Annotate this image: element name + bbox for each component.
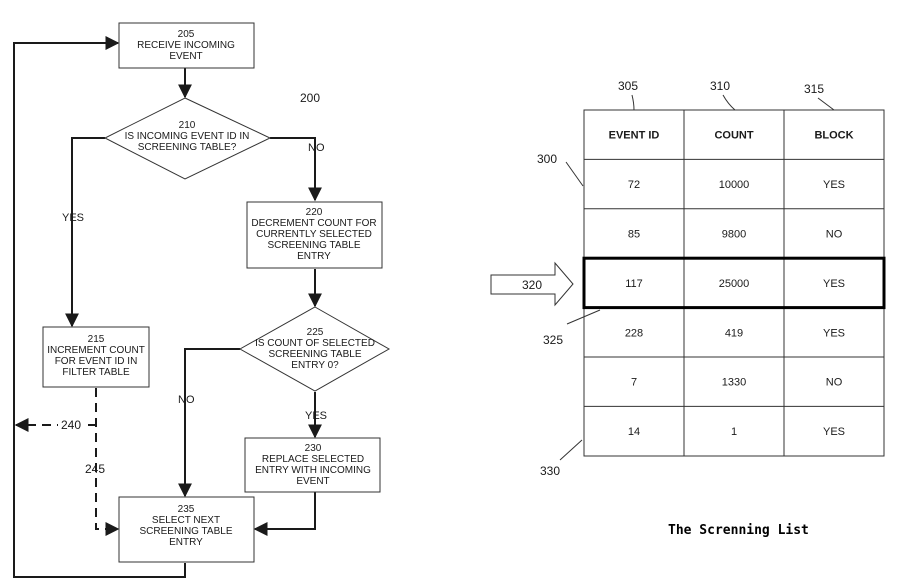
node-235-number: 235: [178, 504, 195, 515]
table-cell: NO: [826, 377, 843, 389]
table-cell: 14: [628, 426, 640, 438]
node-210-line-2: SCREENING TABLE?: [138, 142, 237, 153]
table-cell: 85: [628, 229, 640, 241]
edge-225-235-no: [178, 348, 240, 498]
node-215-number: 215: [88, 334, 105, 345]
table-cell: 10000: [719, 179, 750, 191]
leader-325: [566, 309, 601, 325]
edge-label-no-210: NO: [308, 142, 325, 154]
table-header-cell: EVENT ID: [609, 130, 660, 142]
process-box-215: 215 INCREMENT COUNT FOR EVENT ID IN FILT…: [42, 326, 150, 388]
ref-label-240: 240: [61, 418, 81, 432]
node-230-line-1: REPLACE SELECTED: [262, 454, 364, 465]
process-box-205: 205 RECEIVE INCOMING EVENT: [118, 22, 255, 69]
node-205-line-2: EVENT: [169, 51, 202, 62]
ref-label-245: 245: [85, 462, 105, 476]
node-215-line-1: INCREMENT COUNT: [47, 345, 145, 356]
node-225-line-3: ENTRY 0?: [291, 360, 339, 371]
table-cell: YES: [823, 179, 845, 191]
ref-label-300: 300: [537, 152, 557, 166]
leader-300: [565, 161, 584, 187]
process-box-235: 235 SELECT NEXT SCREENING TABLE ENTRY: [118, 496, 255, 563]
table-cell: NO: [826, 229, 843, 241]
node-225-number: 225: [307, 327, 324, 338]
table-cell: 1: [731, 426, 737, 438]
flow-connectors: [13, 36, 322, 578]
edge-210-215-yes: [65, 137, 105, 328]
node-220-number: 220: [306, 207, 323, 218]
node-220-line-2: CURRENTLY SELECTED: [256, 229, 372, 240]
node-235-line-1: SELECT NEXT: [152, 515, 220, 526]
highlighted-row-box: [582, 256, 886, 310]
table-cell: 1330: [722, 377, 746, 389]
node-230-line-3: EVENT: [296, 476, 329, 487]
edge-label-yes-210: YES: [62, 212, 84, 224]
node-230-line-2: ENTRY WITH INCOMING: [255, 465, 371, 476]
decision-diamond-210: 210 IS INCOMING EVENT ID IN SCREENING TA…: [103, 97, 272, 180]
table-cell: YES: [823, 278, 845, 290]
node-220-line-1: DECREMENT COUNT FOR: [251, 218, 376, 229]
figure-ref-200: 200: [300, 91, 320, 105]
node-225-line-1: IS COUNT OF SELECTED: [255, 338, 375, 349]
table-caption: The Screnning List: [668, 523, 809, 538]
ref-label-305: 305: [618, 79, 638, 93]
node-235-line-3: ENTRY: [169, 537, 203, 548]
leader-305: [631, 94, 635, 111]
table-cell: 25000: [719, 278, 750, 290]
node-210-line-1: IS INCOMING EVENT ID IN: [125, 131, 250, 142]
leader-315: [817, 97, 835, 111]
node-225-line-2: SCREENING TABLE: [269, 349, 362, 360]
node-230-number: 230: [305, 443, 322, 454]
node-215-line-3: FILTER TABLE: [62, 367, 130, 378]
table-cell: 7: [631, 377, 637, 389]
node-220-line-4: ENTRY: [297, 251, 331, 262]
process-box-230: 230 REPLACE SELECTED ENTRY WITH INCOMING…: [244, 437, 381, 493]
decision-diamond-225: 225 IS COUNT OF SELECTED SCREENING TABLE…: [238, 306, 391, 392]
ref-label-315: 315: [804, 82, 824, 96]
table-header-cell: COUNT: [714, 130, 753, 142]
edge-label-no-225: NO: [178, 394, 195, 406]
pointer-arrow-320: 320: [490, 261, 574, 307]
process-box-220: 220 DECREMENT COUNT FOR CURRENTLY SELECT…: [246, 201, 383, 269]
table-cell: 117: [625, 278, 643, 290]
node-205-number: 205: [178, 29, 195, 40]
table-cell: 419: [725, 327, 743, 339]
flowchart: 205 RECEIVE INCOMING EVENT 210 IS INCOMI…: [13, 22, 391, 578]
table-cell: 228: [625, 327, 643, 339]
leader-310: [722, 94, 736, 111]
node-205-line-1: RECEIVE INCOMING: [137, 40, 235, 51]
ref-240-background: [58, 416, 88, 432]
table-cell: YES: [823, 426, 845, 438]
ref-label-310: 310: [710, 79, 730, 93]
edge-235-205-loop: [13, 36, 186, 578]
ref-label-330: 330: [540, 464, 560, 478]
leader-330: [559, 439, 583, 461]
table-cell: 72: [628, 179, 640, 191]
table-cell: YES: [823, 327, 845, 339]
table-cell: 9800: [722, 229, 746, 241]
node-210-number: 210: [179, 120, 196, 131]
edge-215-235-dashed: [95, 388, 120, 536]
edge-label-yes-225: YES: [305, 410, 327, 422]
edge-230-235: [253, 492, 316, 536]
node-235-line-2: SCREENING TABLE: [140, 526, 233, 537]
table-header-cell: BLOCK: [814, 130, 853, 142]
ref-label-320: 320: [522, 278, 542, 292]
node-220-line-3: SCREENING TABLE: [268, 240, 361, 251]
node-215-line-2: FOR EVENT ID IN: [55, 356, 138, 367]
table-border: [583, 109, 885, 457]
ref-label-325: 325: [543, 333, 563, 347]
edge-210-220-no: [270, 137, 322, 202]
